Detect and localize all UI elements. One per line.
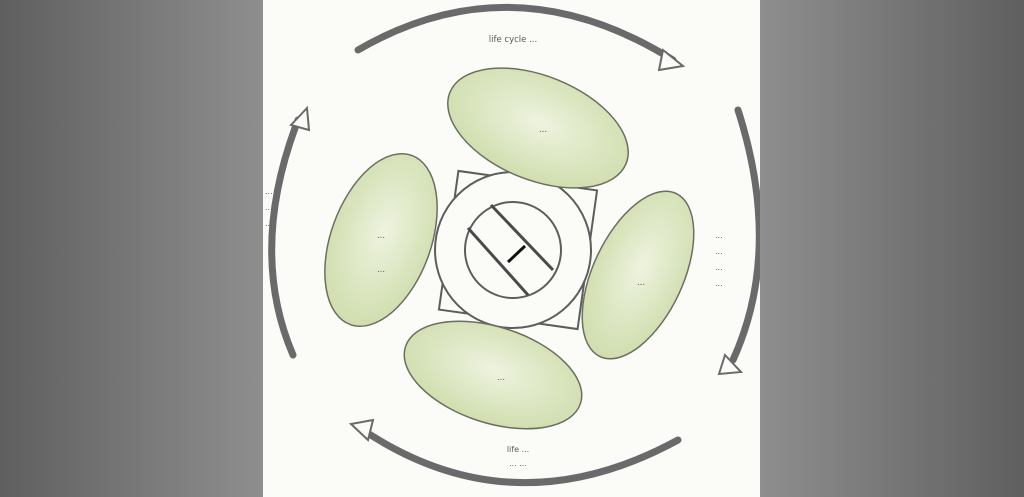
arrow-top (354, 3, 677, 64)
petal-bottom-label: ... (497, 373, 505, 383)
caption-right-1: ... (715, 231, 723, 240)
hub-inner-ring (464, 201, 562, 299)
center-hub (434, 169, 599, 331)
caption-left-1: ... (265, 187, 273, 196)
petal-top (447, 67, 629, 189)
arrow-head-right (717, 353, 744, 376)
caption-right-3: ... (715, 263, 723, 272)
petal-left-label-1: ... (377, 231, 385, 241)
arrow-bottom (359, 426, 682, 487)
petal-right-label: ... (637, 278, 645, 288)
blurred-backdrop-left (0, 0, 270, 497)
arrow-heads (289, 48, 744, 442)
diagram-panel: life cycle ... ... ... ... ... ... life … (263, 0, 760, 497)
caption-top: life cycle ... (489, 35, 537, 45)
petal-left-label-2: ... (377, 265, 385, 275)
caption-right-4: ... (715, 279, 723, 288)
caption-left-3: ... (265, 219, 273, 228)
arrow-head-top (657, 48, 686, 72)
petal-right (581, 190, 695, 360)
caption-bottom-1: life ... (507, 445, 529, 454)
hub-symbol (466, 203, 555, 297)
cycle-arrows (268, 3, 760, 487)
cycle-diagram: life cycle ... ... ... ... ... ... life … (265, 3, 760, 487)
petal-left (324, 152, 438, 328)
caption-bottom-2: ... ... (509, 459, 527, 468)
arrow-left (268, 116, 302, 359)
arrow-right (729, 106, 760, 364)
petal-bottom (403, 320, 583, 430)
arrow-head-left (289, 105, 311, 132)
blurred-backdrop-right (754, 0, 1024, 497)
arrow-head-bottom (348, 418, 375, 442)
petals (324, 67, 695, 430)
caption-right-2: ... (715, 247, 723, 256)
caption-left-2: ... (265, 203, 273, 212)
petal-top-label: ... (539, 125, 547, 135)
